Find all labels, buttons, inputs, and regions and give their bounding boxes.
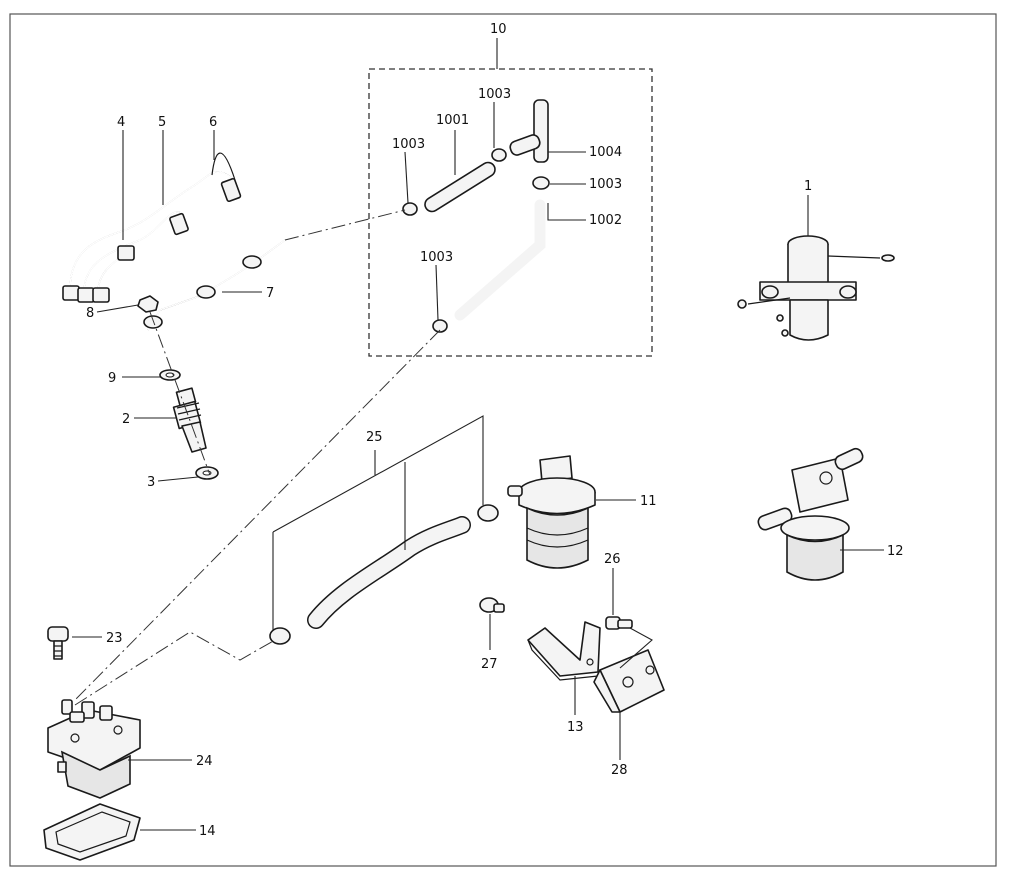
injection-pipe-icon	[62, 152, 242, 303]
hose-clamp-icon	[532, 176, 550, 190]
callout-4: 4	[117, 115, 125, 130]
callout-25: 25	[366, 430, 383, 445]
callout-10: 10	[490, 22, 507, 37]
bolt-icon	[479, 597, 505, 613]
callout-28: 28	[611, 763, 628, 778]
hose-icon	[307, 516, 471, 629]
subassembly-10-box	[368, 68, 653, 357]
callout-13: 13	[567, 720, 584, 735]
gasket-icon	[43, 803, 141, 861]
bracket-icon	[527, 621, 601, 681]
callout-1001: 1001	[436, 113, 469, 128]
bracket-icon	[593, 649, 665, 713]
fuel-pump-icon	[737, 235, 895, 341]
callout-1003-right: 1003	[589, 177, 622, 192]
hose-clamp-icon	[491, 148, 507, 162]
callout-2: 2	[122, 412, 130, 427]
callout-1003-left: 1003	[392, 137, 425, 152]
fuel-filter-icon	[507, 455, 596, 569]
hose-clamp-icon	[269, 627, 291, 645]
nut-icon	[137, 295, 159, 313]
callout-5: 5	[158, 115, 166, 130]
callout-14: 14	[199, 824, 216, 839]
drawing-frame	[9, 13, 997, 867]
callout-8: 8	[86, 306, 94, 321]
bolt-icon	[47, 626, 69, 660]
hose-icon	[424, 161, 496, 213]
bolt-icon	[605, 616, 633, 630]
hose-clamp-icon	[402, 202, 418, 216]
callout-3: 3	[147, 475, 155, 490]
callout-1003-top: 1003	[478, 87, 511, 102]
callout-7: 7	[266, 286, 274, 301]
fuel-filter-icon	[757, 447, 864, 581]
callout-9: 9	[108, 371, 116, 386]
hose-clamp-icon	[432, 319, 448, 333]
callout-1002: 1002	[589, 213, 622, 228]
injector-nozzle-icon	[172, 387, 207, 453]
callout-6: 6	[209, 115, 217, 130]
callout-27: 27	[481, 657, 498, 672]
injection-pump-icon	[47, 699, 141, 799]
callout-1: 1	[804, 179, 812, 194]
callout-12: 12	[887, 544, 904, 559]
leak-off-pipe-icon	[143, 239, 286, 331]
callout-23: 23	[106, 631, 123, 646]
hose-icon	[454, 199, 546, 321]
callout-26: 26	[604, 552, 621, 567]
tee-joint-icon	[509, 99, 549, 163]
callout-1004: 1004	[589, 145, 622, 160]
callout-11: 11	[640, 494, 657, 509]
hose-clamp-icon	[477, 504, 499, 522]
callout-1003-bottom: 1003	[420, 250, 453, 265]
callout-24: 24	[196, 754, 213, 769]
